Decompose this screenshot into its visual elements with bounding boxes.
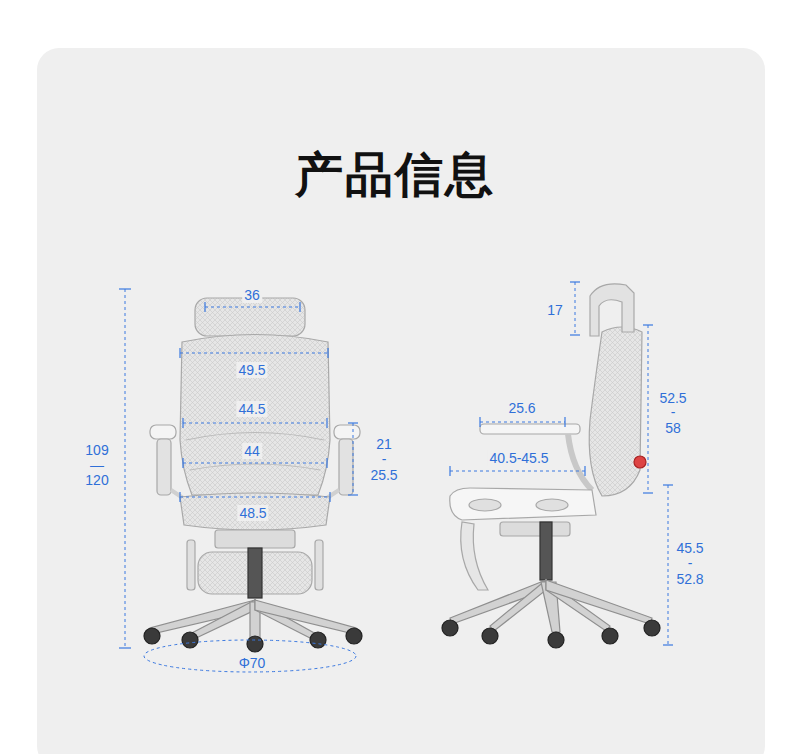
dimension-label: 109 xyxy=(83,442,110,458)
dimension-label: 120 xyxy=(83,472,110,488)
dimension-label: Φ70 xyxy=(237,655,268,671)
dimension-label: 36 xyxy=(242,287,262,303)
dimension-label: 25.5 xyxy=(368,467,399,483)
dimension-label: 49.5 xyxy=(236,362,267,378)
dimension-label: 52.8 xyxy=(674,571,705,587)
dimension-label: - xyxy=(380,451,389,467)
dimension-ticks xyxy=(119,282,673,648)
dimension-label: 40.5-45.5 xyxy=(487,450,550,466)
side-view xyxy=(442,284,660,648)
dimension-label: 58 xyxy=(663,420,683,436)
dimension-label: - xyxy=(686,555,695,571)
card xyxy=(37,48,765,754)
dimension-label: 25.6 xyxy=(506,400,537,416)
dimension-label: — xyxy=(88,457,106,473)
dimension-label: 48.5 xyxy=(237,505,268,521)
dimension-lines xyxy=(125,282,668,672)
dimension-label: 45.5 xyxy=(674,540,705,556)
dimension-label: 21 xyxy=(374,436,394,452)
front-view xyxy=(144,298,362,652)
page-title: 产品信息 xyxy=(295,143,495,207)
dimension-label: - xyxy=(669,404,678,420)
dimension-label: 44.5 xyxy=(236,401,267,417)
dimension-label: 17 xyxy=(545,302,565,318)
dimension-label: 44 xyxy=(242,443,262,459)
